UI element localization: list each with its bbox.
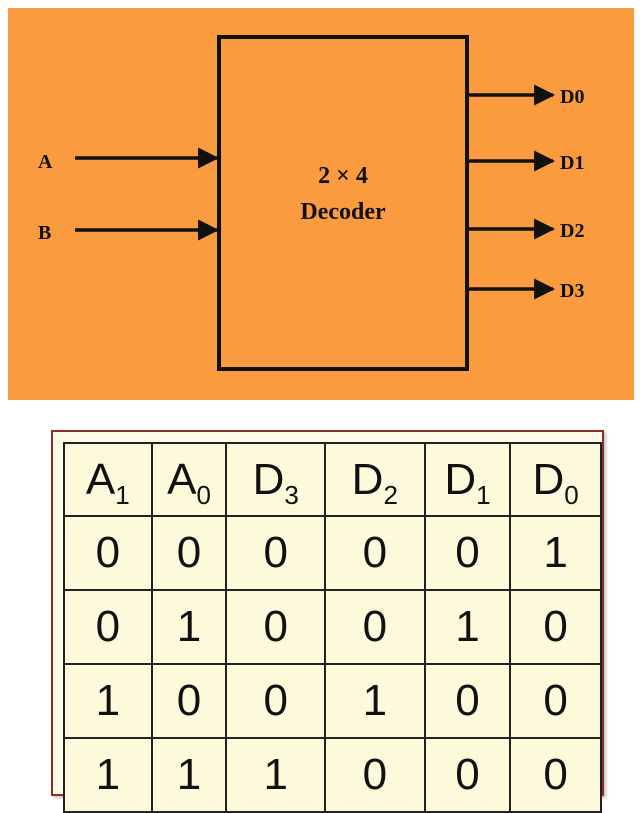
- table-cell: 0: [225, 589, 327, 665]
- header-d3-base: D: [252, 454, 285, 504]
- table-cell: 0: [509, 589, 602, 665]
- header-d1-base: D: [444, 454, 477, 504]
- table-cell: 0: [509, 663, 602, 739]
- header-d1-sub: 1: [476, 479, 491, 510]
- header-d3: D3: [225, 442, 327, 517]
- table-cell: 0: [423, 515, 512, 591]
- table-cell: 0: [423, 663, 512, 739]
- table-cell: 0: [63, 515, 153, 591]
- header-d3-sub: 3: [284, 479, 299, 510]
- table-cell: 0: [423, 737, 512, 813]
- header-a1: A1: [63, 442, 153, 517]
- output-d2-label: D2: [560, 220, 584, 242]
- header-d0-sub: 0: [564, 479, 579, 510]
- header-d0: D0: [509, 442, 602, 517]
- header-d1: D1: [423, 442, 512, 517]
- table-row: 1 1 1 0 0 0: [63, 737, 602, 813]
- table-cell: 0: [150, 663, 228, 739]
- table-cell: 0: [225, 663, 327, 739]
- table-row: 0 0 0 0 0 1: [63, 515, 602, 591]
- table-cell: 1: [225, 737, 327, 813]
- decoder-diagram: 2 × 4 Decoder A B D0 D1 D2 D3: [8, 8, 634, 400]
- table-row: 0 1 0 0 1 0: [63, 589, 602, 665]
- table-row: 1 0 0 1 0 0: [63, 663, 602, 739]
- header-a0: A0: [150, 442, 228, 517]
- header-a1-sub: 1: [115, 479, 130, 510]
- truth-table-header-row: A1 A0 D3 D2 D1 D0: [63, 442, 602, 517]
- header-d2-sub: 2: [383, 479, 398, 510]
- truth-table-frame: A1 A0 D3 D2 D1 D0 0 0 0 0 0 1 0 1 0 0 1 …: [51, 430, 604, 813]
- table-cell: 0: [63, 589, 153, 665]
- header-d2-base: D: [351, 454, 384, 504]
- decoder-title-label: Decoder: [300, 199, 386, 225]
- output-d1-label: D1: [560, 152, 584, 174]
- header-a0-base: A: [167, 454, 197, 504]
- table-cell: 1: [63, 737, 153, 813]
- table-cell: 0: [324, 737, 426, 813]
- output-d0-label: D0: [560, 86, 584, 108]
- table-cell: 1: [509, 515, 602, 591]
- table-cell: 1: [324, 663, 426, 739]
- table-cell: 1: [423, 589, 512, 665]
- header-d0-base: D: [532, 454, 565, 504]
- truth-table: A1 A0 D3 D2 D1 D0 0 0 0 0 0 1 0 1 0 0 1 …: [63, 442, 602, 813]
- table-cell: 0: [324, 589, 426, 665]
- table-cell: 1: [150, 589, 228, 665]
- input-a-label: A: [38, 151, 53, 173]
- decoder-size-label: 2 × 4: [318, 163, 368, 189]
- header-a0-sub: 0: [196, 479, 211, 510]
- output-d3-label: D3: [560, 280, 584, 302]
- table-cell: 0: [324, 515, 426, 591]
- table-cell: 1: [150, 737, 228, 813]
- table-cell: 0: [509, 737, 602, 813]
- table-cell: 1: [63, 663, 153, 739]
- header-d2: D2: [324, 442, 426, 517]
- table-cell: 0: [150, 515, 228, 591]
- decoder-block: [217, 35, 469, 371]
- table-cell: 0: [225, 515, 327, 591]
- header-a1-base: A: [85, 454, 116, 504]
- decoder-svg: 2 × 4 Decoder A B D0 D1 D2 D3: [38, 35, 584, 371]
- input-b-label: B: [38, 222, 51, 244]
